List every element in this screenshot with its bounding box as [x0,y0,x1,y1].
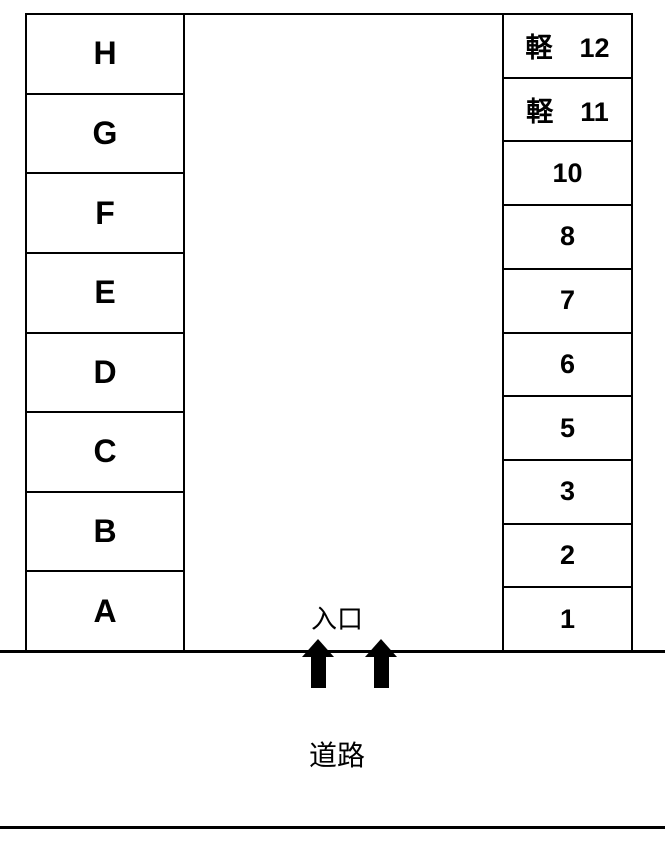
parking-cell-label: F [95,194,115,231]
parking-cell-label: E [94,274,116,311]
parking-cell-label: D [93,353,117,390]
parking-cell-label: A [93,592,117,629]
parking-cell: D [27,334,183,414]
parking-cell-label: H [93,35,117,72]
parking-cell: C [27,413,183,493]
parking-cell-label: 2 [559,539,576,570]
parking-cell-label: C [93,433,117,470]
parking-cell: 2 [504,525,631,589]
parking-cell: H [27,15,183,95]
top-boundary-line [25,13,633,15]
up-arrow-icon [365,639,397,688]
parking-cell-label: 5 [559,412,576,443]
parking-cell: G [27,95,183,175]
parking-cell-label: 6 [559,348,576,379]
parking-cell: E [27,254,183,334]
parking-cell-label: 8 [559,221,576,252]
parking-cell: 軽 11 [504,79,631,143]
left-parking-column: H G F E D C B A [25,13,185,652]
parking-cell: 8 [504,206,631,270]
parking-cell: A [27,572,183,650]
parking-cell: 5 [504,397,631,461]
parking-cell: B [27,493,183,573]
right-parking-column: 軽 12 軽 11 10 8 7 6 5 3 2 1 [502,13,633,652]
parking-cell: 10 [504,142,631,207]
parking-cell: 6 [504,334,631,398]
parking-cell-label: G [92,114,118,151]
parking-cell-label: 軽 11 [526,97,609,128]
parking-cell: F [27,174,183,254]
up-arrow-icon [302,639,334,688]
up-arrow-stem [373,657,389,688]
parking-cell: 1 [504,588,631,650]
parking-cell: 3 [504,461,631,525]
parking-cell-label: 7 [559,285,576,316]
parking-cell-label: 3 [559,476,576,507]
parking-cell: 軽 12 [504,15,631,79]
up-arrow-head [365,639,397,657]
parking-cell-label: 軽 12 [525,33,610,64]
road-label: 道路 [308,740,365,771]
parking-cell: 7 [504,270,631,334]
parking-cell-label: 10 [552,157,583,188]
parking-cell-label: B [93,513,117,550]
up-arrow-head [302,639,334,657]
parking-cell-label: 1 [559,603,576,634]
up-arrow-stem [310,657,326,688]
entrance-label: 入口 [310,604,363,634]
bottom-boundary-line [0,826,665,829]
